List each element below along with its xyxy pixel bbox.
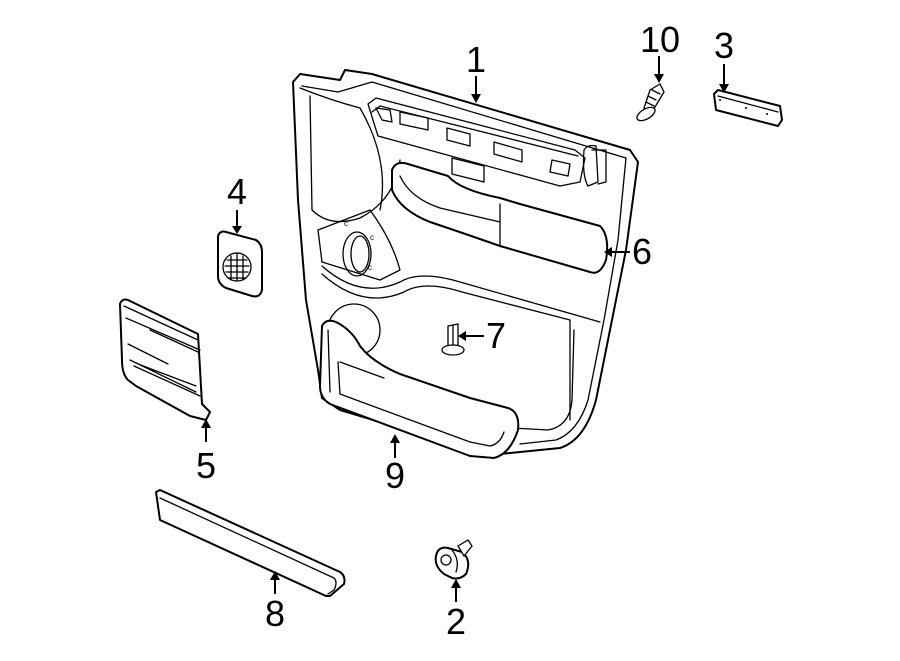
callout-label-2: 2 [446, 601, 466, 642]
panel-clip[interactable] [441, 323, 465, 356]
svg-text:c: c [370, 233, 374, 242]
map-pocket-trim[interactable] [119, 298, 211, 421]
callout-4: 4 [227, 171, 247, 234]
pull-handle-block[interactable] [713, 89, 783, 127]
callout-1: 1 [466, 39, 486, 103]
callout-label-4: 4 [227, 171, 247, 212]
callout-2: 2 [446, 579, 466, 642]
callout-label-6: 6 [632, 231, 652, 272]
callout-10: 10 [640, 19, 680, 83]
callout-label-7: 7 [486, 315, 506, 356]
door-trim-panel[interactable]: c c c [292, 69, 639, 456]
screw[interactable] [635, 83, 665, 123]
callout-5: 5 [196, 419, 216, 486]
callout-label-10: 10 [640, 19, 680, 60]
callout-label-1: 1 [466, 39, 486, 80]
callout-label-3: 3 [714, 25, 734, 66]
callout-8: 8 [265, 571, 285, 634]
callout-6: 6 [604, 231, 652, 272]
map-pocket[interactable] [319, 319, 520, 459]
push-pin-retainer[interactable] [434, 539, 473, 580]
callout-7: 7 [458, 315, 506, 356]
callout-3: 3 [714, 25, 734, 93]
callout-9: 9 [385, 434, 405, 496]
svg-text:c: c [344, 219, 348, 228]
svg-text:c: c [368, 263, 372, 272]
callout-label-5: 5 [196, 445, 216, 486]
lower-molding[interactable] [155, 489, 346, 597]
callout-label-8: 8 [265, 593, 285, 634]
callout-label-9: 9 [385, 455, 405, 496]
speaker-grille[interactable] [217, 230, 263, 298]
